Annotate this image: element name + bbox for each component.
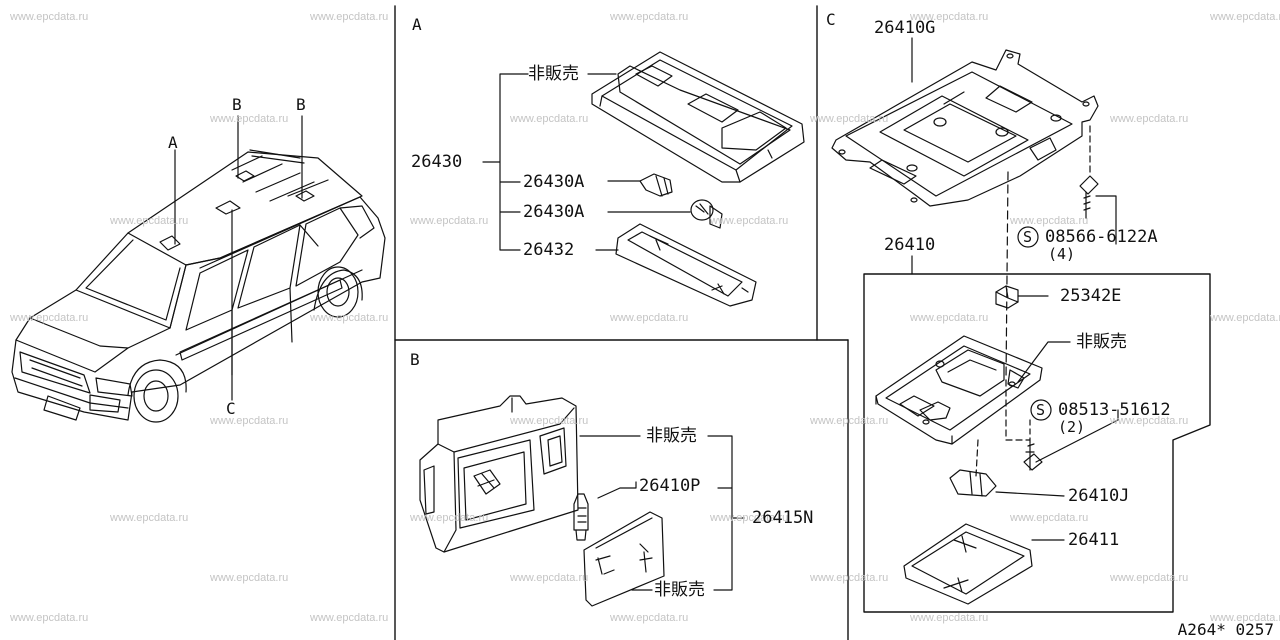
section-b-title: B <box>410 350 420 369</box>
part-number-26411: 26411 <box>1068 530 1120 550</box>
watermark: www.epcdata.ru <box>610 312 689 324</box>
watermark: www.epcdata.ru <box>710 512 789 524</box>
watermark: www.epcdata.ru <box>510 113 589 125</box>
screw-symbol: S <box>1036 401 1046 419</box>
watermark: www.epcdata.ru <box>110 512 189 524</box>
watermark: www.epcdata.ru <box>910 11 989 23</box>
watermark: www.epcdata.ru <box>110 215 189 227</box>
part-number-26430a: 26430A <box>523 202 585 222</box>
part-number-26410: 26410 <box>884 235 936 255</box>
part-number-26410g: 26410G <box>874 18 936 38</box>
watermark: www.epcdata.ru <box>1210 312 1280 324</box>
watermark: www.epcdata.ru <box>510 415 589 427</box>
watermark: www.epcdata.ru <box>1210 612 1280 624</box>
part-number-26410j: 26410J <box>1068 486 1130 506</box>
part-number-26432: 26432 <box>523 240 575 260</box>
watermark: www.epcdata.ru <box>610 612 689 624</box>
section-a-drawing <box>482 51 805 307</box>
watermark: www.epcdata.ru <box>910 612 989 624</box>
watermark: www.epcdata.ru <box>10 612 89 624</box>
watermark: www.epcdata.ru <box>410 512 489 524</box>
section-c-title: C <box>826 10 836 29</box>
watermark: www.epcdata.ru <box>310 11 389 23</box>
watermark: www.epcdata.ru <box>910 312 989 324</box>
watermark: www.epcdata.ru <box>1010 215 1089 227</box>
watermark: www.epcdata.ru <box>210 415 289 427</box>
section-a-title: A <box>412 15 422 34</box>
watermark: www.epcdata.ru <box>1110 415 1189 427</box>
panel-borders <box>394 5 1211 640</box>
watermark: www.epcdata.ru <box>310 612 389 624</box>
watermark: www.epcdata.ru <box>810 415 889 427</box>
screw-symbol: S <box>1023 228 1033 246</box>
watermark: www.epcdata.ru <box>710 215 789 227</box>
diagram-code: A264* 0257 <box>1177 620 1274 639</box>
quantity-label: (4) <box>1048 245 1076 263</box>
part-number-26415n: 26415N <box>752 508 814 528</box>
not-for-sale-label: 非販売 <box>654 580 705 600</box>
vehicle-callout-c: C <box>226 399 236 418</box>
part-number-26410p: 26410P <box>639 476 701 496</box>
vehicle-callout-a: A <box>168 133 178 152</box>
part-number-08513-51612: 08513-51612 <box>1058 400 1171 420</box>
vehicle-callout-b: B <box>296 95 306 114</box>
section-c-drawing <box>831 37 1119 605</box>
watermark: www.epcdata.ru <box>1010 512 1089 524</box>
watermark: www.epcdata.ru <box>1210 11 1280 23</box>
not-for-sale-label: 非販売 <box>1076 332 1127 352</box>
watermark: www.epcdata.ru <box>1110 572 1189 584</box>
quantity-label: (2) <box>1058 418 1086 436</box>
watermark: www.epcdata.ru <box>210 572 289 584</box>
watermark: www.epcdata.ru <box>1110 113 1189 125</box>
watermark: www.epcdata.ru <box>610 11 689 23</box>
part-number-26430a: 26430A <box>523 172 585 192</box>
not-for-sale-label: 非販売 <box>646 426 697 446</box>
not-for-sale-label: 非販売 <box>528 64 579 84</box>
vehicle-callout-b: B <box>232 95 242 114</box>
watermark: www.epcdata.ru <box>10 11 89 23</box>
watermark: www.epcdata.ru <box>210 113 289 125</box>
part-number-08566-6122a: 08566-6122A <box>1045 227 1158 247</box>
part-number-25342e: 25342E <box>1060 286 1122 306</box>
watermark: www.epcdata.ru <box>810 572 889 584</box>
vehicle-illustration <box>11 115 386 423</box>
watermark: www.epcdata.ru <box>510 572 589 584</box>
section-b-drawing <box>419 395 745 607</box>
watermark: www.epcdata.ru <box>310 312 389 324</box>
watermark: www.epcdata.ru <box>10 312 89 324</box>
watermark: www.epcdata.ru <box>810 113 889 125</box>
part-number-26430: 26430 <box>411 152 463 172</box>
watermark: www.epcdata.ru <box>410 215 489 227</box>
